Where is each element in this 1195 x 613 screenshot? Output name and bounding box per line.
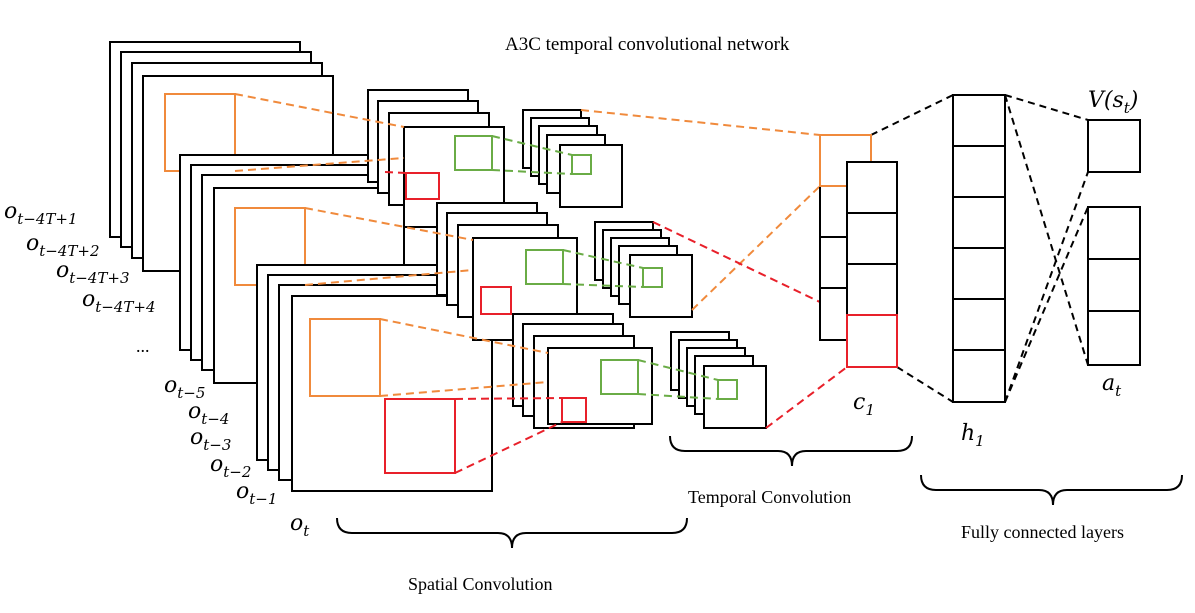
frame-label-10: ot	[290, 511, 310, 540]
frame-label-6: ot−4	[188, 399, 229, 428]
feature-field-green-1	[454, 135, 493, 171]
frame-label-1: ot−4T+2	[26, 231, 100, 260]
feature-map-stack-3	[512, 313, 653, 429]
frame-label-7: ot−3	[190, 425, 231, 454]
frame-label-9: ot−1	[236, 479, 277, 508]
h1-layer	[952, 94, 1006, 403]
conv2-stack-2	[594, 221, 693, 318]
temporal-brace	[669, 435, 913, 467]
connector-lines	[234, 93, 1089, 474]
fully-connected-caption: Fully connected layers	[961, 522, 1124, 542]
h1-label: h1	[961, 421, 985, 450]
feature-field-red-1	[405, 172, 440, 200]
receptive-field-red-3	[384, 398, 456, 474]
feature-field-red-2	[480, 286, 512, 315]
value-label: V(st)	[1088, 88, 1138, 117]
frame-label-3: ot−4T+4	[82, 287, 156, 316]
conv2-stack-3	[670, 331, 767, 429]
receptive-field-orange-3	[309, 318, 381, 397]
frame-labels: ot−4T+1ot−4T+2ot−4T+3ot−4T+4...ot−5ot−4o…	[4, 199, 310, 540]
spatial-brace	[336, 517, 688, 549]
diagram-title: A3C temporal convolutional network	[505, 34, 790, 55]
c1-field-red	[846, 314, 898, 368]
feature-field-green-2	[525, 249, 564, 285]
value-output-cell	[1087, 119, 1141, 173]
conv2-stack-1	[522, 109, 623, 208]
feature-field-red-3	[561, 397, 587, 423]
fully-connected-brace	[920, 474, 1183, 506]
action-output-layer	[1087, 206, 1141, 366]
input-frame-stack-3	[256, 264, 493, 492]
frame-label-5: ot−5	[164, 373, 205, 402]
c1-label: c1	[853, 390, 875, 419]
frame-label-8: ot−2	[210, 452, 251, 481]
feature-field-green-3	[600, 359, 639, 395]
spatial-convolution-caption: Spatial Convolution	[408, 574, 553, 594]
frame-label-0: ot−4T+1	[4, 199, 78, 228]
temporal-convolution-caption: Temporal Convolution	[688, 487, 851, 507]
action-label: at	[1102, 371, 1122, 400]
c1-layer	[846, 161, 898, 368]
frame-label-4: ...	[136, 336, 150, 356]
frame-label-2: ot−4T+3	[56, 258, 130, 287]
temporal-field-orange	[819, 134, 872, 187]
